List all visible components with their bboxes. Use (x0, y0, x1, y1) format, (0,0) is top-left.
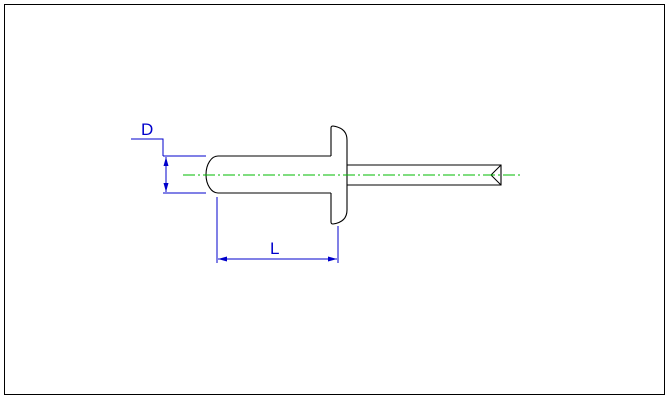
diameter-arrow-bottom (163, 183, 169, 192)
length-arrow-right (328, 256, 337, 262)
rivet-mandrel (347, 164, 502, 186)
length-label: L (270, 239, 279, 258)
diameter-arrow-top (163, 157, 169, 166)
diameter-label: D (141, 120, 153, 139)
length-arrow-left (218, 256, 227, 262)
drawing-frame (4, 4, 665, 395)
diameter-leader (131, 138, 164, 156)
